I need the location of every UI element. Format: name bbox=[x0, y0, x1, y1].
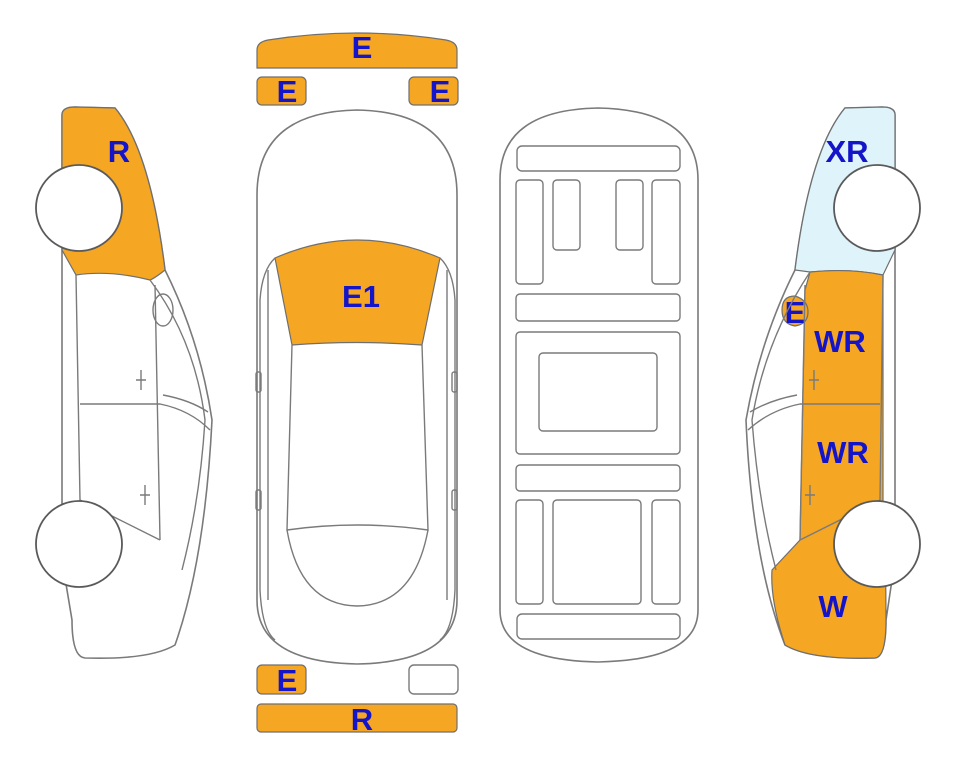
rear-bumper-panel[interactable] bbox=[256, 703, 458, 733]
underside-left-rail-front bbox=[515, 179, 544, 285]
left-front-wheel bbox=[35, 164, 123, 252]
underside-mid-bar-2 bbox=[515, 464, 681, 492]
right-handle bbox=[451, 489, 458, 511]
top-view-body bbox=[256, 109, 458, 665]
underside-rear-panel bbox=[552, 499, 642, 605]
right-rear-wheel bbox=[833, 164, 921, 252]
right-side-line bbox=[439, 257, 456, 641]
underside-mid-bar-1 bbox=[515, 293, 681, 322]
right-beltline bbox=[747, 403, 880, 431]
right-mirror-panel[interactable] bbox=[781, 295, 809, 327]
underside-front-bar bbox=[516, 145, 681, 172]
windshield-label: E1 bbox=[342, 279, 380, 314]
left-mirror-side bbox=[152, 293, 174, 327]
rear-left-lamp-panel[interactable] bbox=[256, 664, 307, 695]
left-a-pillar-line bbox=[149, 279, 206, 571]
roof-outline bbox=[286, 344, 429, 531]
rear-bumper-label: R bbox=[351, 702, 373, 737]
rear-bumper-group: E R bbox=[256, 663, 459, 737]
rear-right-lamp-panel[interactable] bbox=[408, 664, 459, 695]
right-mirror-top bbox=[451, 371, 458, 393]
left-side-line bbox=[259, 257, 276, 641]
right-front-fender-label: W bbox=[818, 589, 848, 624]
underside-rear-bar bbox=[516, 613, 681, 640]
right-front-wheel bbox=[833, 500, 921, 588]
front-left-lamp-panel[interactable] bbox=[256, 76, 307, 106]
left-b-pillar-line bbox=[154, 284, 161, 541]
underside-left-pad-front bbox=[552, 179, 581, 251]
front-bumper-panel[interactable] bbox=[256, 32, 458, 69]
rear-left-lamp-label: E bbox=[277, 663, 298, 698]
right-window-line bbox=[749, 394, 798, 413]
right-front-door-label: WR bbox=[817, 435, 869, 470]
right-mirror-label: E bbox=[785, 295, 806, 330]
right-a-pillar-line bbox=[751, 271, 811, 571]
underside-center-panel bbox=[538, 352, 658, 432]
right-rear-quarter-label: XR bbox=[825, 134, 868, 169]
right-door-edge bbox=[799, 274, 884, 541]
front-right-lamp-panel[interactable] bbox=[408, 76, 459, 106]
rear-window-outline bbox=[286, 529, 429, 607]
left-front-handle bbox=[136, 370, 146, 390]
left-rear-handle bbox=[140, 485, 150, 505]
right-b-pillar-line bbox=[799, 284, 806, 541]
underside-right-rail-rear bbox=[651, 499, 681, 605]
left-door-front-edge bbox=[75, 274, 161, 541]
front-bumper-label: E bbox=[352, 30, 373, 65]
right-rear-handle bbox=[805, 485, 815, 505]
underside-left-rail-rear bbox=[515, 499, 544, 605]
front-bumper-group: E E E bbox=[256, 30, 459, 109]
front-left-lamp-label: E bbox=[277, 74, 298, 109]
underside-right-rail-front bbox=[651, 179, 681, 285]
underside-right-pad-front bbox=[615, 179, 644, 251]
left-front-fender-label: R bbox=[108, 134, 130, 169]
left-beltline bbox=[80, 403, 211, 431]
left-mirror bbox=[255, 371, 262, 393]
left-rear-wheel bbox=[35, 500, 123, 588]
car-top-view: E1 bbox=[255, 109, 458, 665]
left-window-line bbox=[162, 394, 209, 413]
right-front-handle bbox=[809, 370, 819, 390]
left-handle bbox=[255, 489, 262, 511]
car-underside-view bbox=[499, 107, 699, 663]
front-right-lamp-label: E bbox=[430, 74, 451, 109]
car-left-side-view: R bbox=[35, 106, 213, 660]
right-rear-door-label: WR bbox=[814, 324, 866, 359]
car-right-side-view: XR E WR WR W bbox=[745, 106, 921, 660]
